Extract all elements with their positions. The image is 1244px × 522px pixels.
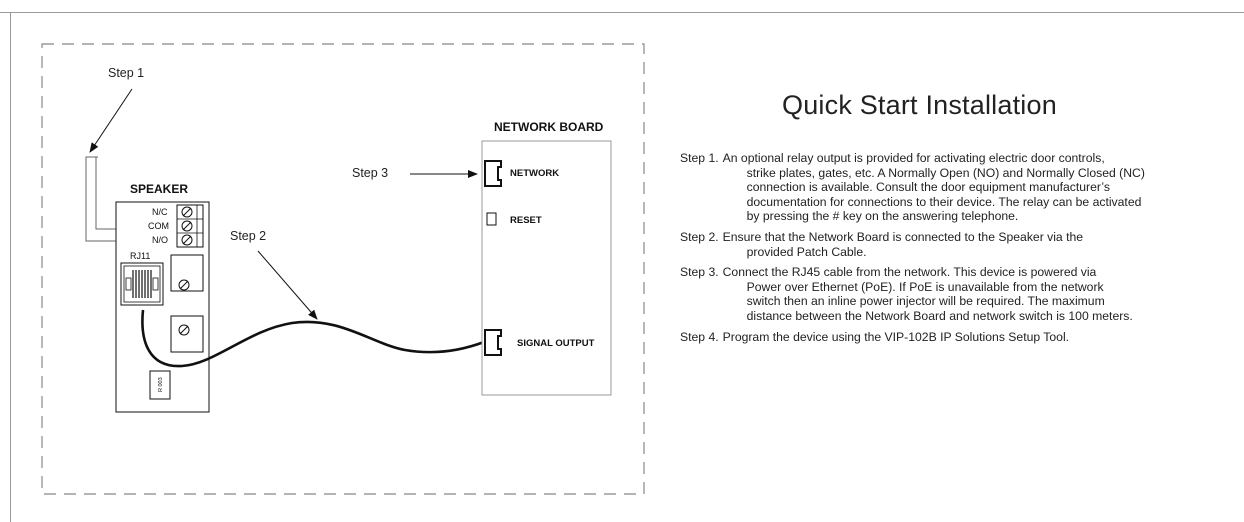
step2-label: Step 2 [230,229,266,243]
step2-arrow [257,250,318,320]
reset-button [486,212,497,226]
reset-label: RESET [510,215,542,226]
step-continued-line: Power over Ethernet (PoE). If PoE is una… [746,279,1104,294]
step-number: Step 4. [680,329,719,344]
potentiometer-upper [170,254,204,292]
step-text: Ensure that the Network Board is connect… [723,230,1083,259]
step-first-line: Connect the RJ45 cable from the network.… [722,265,1097,280]
step-continued-line: provided Patch Cable. [746,244,867,259]
terminal-screw-no [181,234,193,246]
step-first-line: An optional relay output is provided for… [722,151,1105,165]
step-first-line: Program the device using the VIP-102B IP… [722,329,1070,344]
potentiometer-lower-screw [178,324,190,336]
step1-arrow [89,88,133,153]
instruction-step: Step 2. Ensure that the Network Board is… [680,230,1228,259]
step-continued-line: distance between the Network Board and n… [746,308,1133,323]
step-first-line: Ensure that the Network Board is connect… [722,229,1084,244]
signal-output-label: SIGNAL OUTPUT [517,338,595,349]
rj11-contacts [132,270,152,298]
signal-output-jack [484,329,502,356]
speaker-component [149,370,171,400]
step1-label: Step 1 [108,66,144,80]
instructions-steps: Step 1. An optional relay output is prov… [680,151,1228,350]
step-continued-line: documentation for connections to their d… [746,194,1142,209]
patch-cable [141,309,485,368]
installation-boundary [41,43,645,495]
instruction-step: Step 1. An optional relay output is prov… [680,151,1228,224]
speaker-component-label: R 003 [158,377,164,392]
step-text: Connect the RJ45 cable from the network.… [723,265,1133,323]
terminal-label-nc: N/C [152,207,168,217]
terminal-label-no: N/O [152,235,168,245]
network-label: NETWORK [510,168,559,179]
step-continued-line: strike plates, gates, etc. A Normally Op… [746,165,1145,180]
step-text: Program the device using the VIP-102B IP… [723,330,1069,345]
network-board [481,140,612,396]
rj11-label: RJ11 [130,251,150,261]
terminal-screw-nc [181,206,193,218]
network-board-title: NETWORK BOARD [494,120,604,134]
step3-label: Step 3 [352,166,388,180]
speaker-title: SPEAKER [130,182,188,196]
step-number: Step 2. [680,229,719,244]
step-continued-line: switch then an inline power injector wil… [746,294,1105,309]
step-number: Step 3. [680,265,719,280]
step-text: An optional relay output is provided for… [723,151,1145,224]
page-frame-left [10,12,11,522]
terminal-label-com: COM [148,221,169,231]
step-continued-line: by pressing the # key on the answering t… [746,209,1019,224]
instruction-step: Step 4. Program the device using the VIP… [680,330,1228,345]
potentiometer-upper-screw [178,279,190,291]
terminal-screw-com [181,220,193,232]
network-jack [484,160,502,187]
terminal-block [176,204,204,248]
instructions-title: Quick Start Installation [782,90,1057,120]
step-continued-line: connection is available. Consult the doo… [746,180,1110,195]
page-frame-top [0,12,1244,13]
step-number: Step 1. [680,151,719,165]
instruction-step: Step 3. Connect the RJ45 cable from the … [680,265,1228,323]
